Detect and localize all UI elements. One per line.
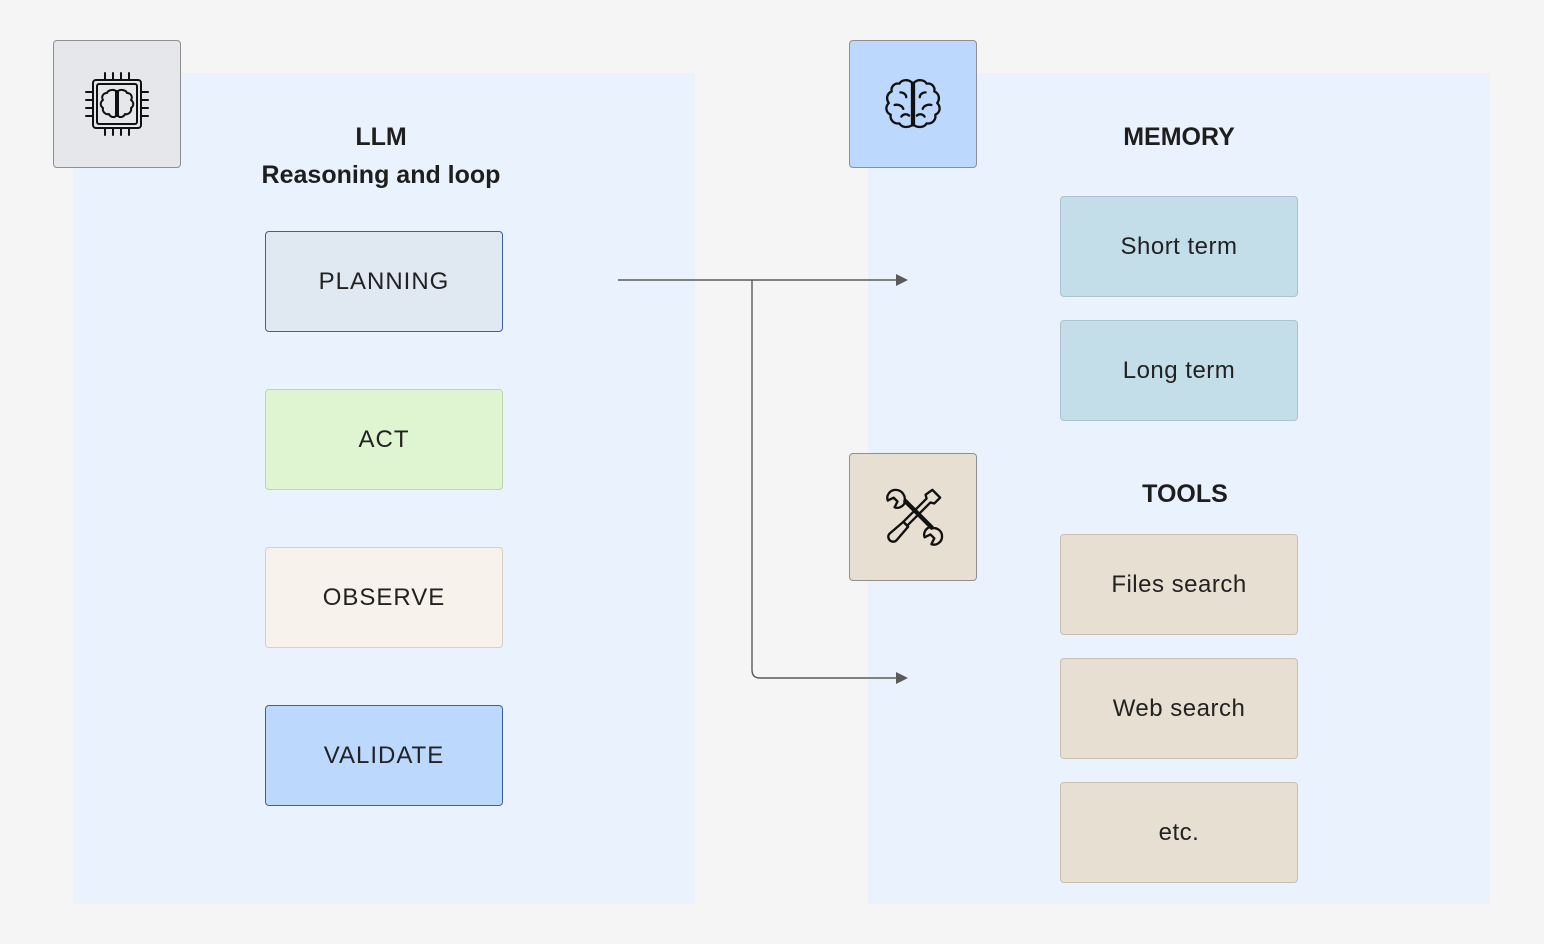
tools-title: TOOLS — [1142, 480, 1228, 508]
brain-icon — [885, 79, 941, 129]
tools-icon-tile — [849, 453, 977, 581]
files-search-label: Files search — [1111, 570, 1247, 598]
memory-icon-tile — [849, 40, 977, 168]
llm-title: LLM — [355, 123, 407, 151]
act-label: ACT — [358, 425, 410, 453]
act-box: ACT — [265, 389, 503, 490]
planning-label: PLANNING — [318, 267, 450, 295]
llm-icon-tile — [53, 40, 181, 168]
validate-box: VALIDATE — [265, 705, 503, 806]
short-term-label: Short term — [1120, 232, 1238, 260]
long-term-label: Long term — [1122, 356, 1236, 384]
validate-label: VALIDATE — [323, 741, 445, 769]
llm-subtitle: Reasoning and loop — [261, 161, 501, 189]
web-search-box: Web search — [1060, 658, 1298, 759]
observe-box: OBSERVE — [265, 547, 503, 648]
files-search-box: Files search — [1060, 534, 1298, 635]
planning-box: PLANNING — [265, 231, 503, 332]
memory-title: MEMORY — [1123, 123, 1235, 151]
chip-brain-icon — [85, 72, 149, 136]
wrench-screwdriver-icon — [886, 488, 944, 546]
observe-label: OBSERVE — [322, 583, 446, 611]
etc-label: etc. — [1158, 818, 1200, 846]
short-term-box: Short term — [1060, 196, 1298, 297]
etc-box: etc. — [1060, 782, 1298, 883]
long-term-box: Long term — [1060, 320, 1298, 421]
web-search-label: Web search — [1112, 694, 1246, 722]
